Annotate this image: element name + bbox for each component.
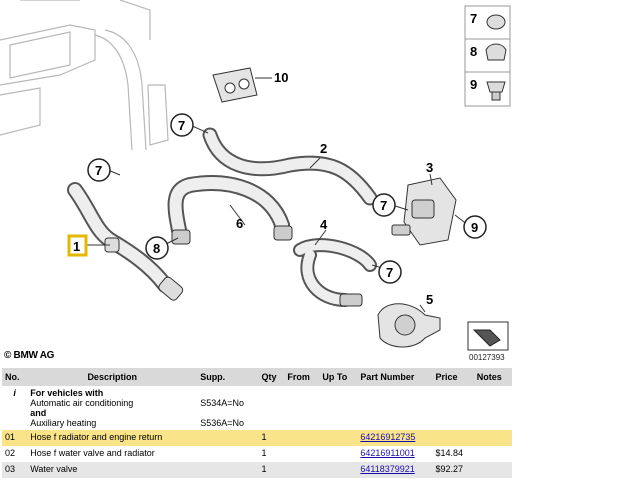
part-number-link[interactable]: 64216912735 xyxy=(360,432,416,442)
row-supp xyxy=(197,462,259,478)
row-notes xyxy=(473,462,512,478)
table-row[interactable]: 02 Hose f water valve and radiator 1 642… xyxy=(2,446,512,462)
row-supp xyxy=(197,446,259,462)
note-line-3: and xyxy=(30,408,47,418)
row-description: Hose f radiator and engine return xyxy=(27,430,198,446)
table-row[interactable]: 03 Water valve 1 64118379921 $92.27 xyxy=(2,462,512,478)
table-row[interactable]: 01 Hose f radiator and engine return 1 6… xyxy=(2,430,512,446)
parts-diagram-drawing: 1 2 3 4 5 6 7 7 7 7 8 9 10 7 8 9 xyxy=(0,0,511,351)
row-no: 02 xyxy=(2,446,28,462)
col-description: Description xyxy=(27,368,198,386)
row-description: Water valve xyxy=(27,462,198,478)
row-from xyxy=(284,430,320,446)
callout-7a[interactable]: 7 xyxy=(178,118,185,133)
note-line-1: For vehicles with xyxy=(30,388,104,398)
part-number-link[interactable]: 64216911001 xyxy=(360,448,415,458)
row-price: $92.27 xyxy=(432,462,474,478)
col-from: From xyxy=(284,368,320,386)
row-from xyxy=(284,446,320,462)
water-pump-drawing xyxy=(377,303,441,348)
row-price xyxy=(432,430,474,446)
parts-diagram: 1 2 3 4 5 6 7 7 7 7 8 9 10 7 8 9 © xyxy=(0,0,511,362)
note-line-2: Automatic air conditioning xyxy=(30,398,134,408)
part-number-link[interactable]: 64118379921 xyxy=(360,464,415,474)
row-price: $14.84 xyxy=(432,446,474,462)
small-parts-legend: 7 8 9 xyxy=(464,5,511,107)
row-no: 03 xyxy=(2,462,28,478)
row-description: Hose f water valve and radiator xyxy=(27,446,198,462)
row-notes xyxy=(473,430,512,446)
row-from xyxy=(284,462,320,478)
callout-3[interactable]: 3 xyxy=(426,160,433,175)
water-valve-drawing xyxy=(391,177,457,246)
row-qty: 1 xyxy=(258,430,285,446)
note-supp-2: S536A=No xyxy=(200,418,244,428)
callout-6[interactable]: 6 xyxy=(236,216,243,231)
row-upto xyxy=(319,462,358,478)
selected-callout-box xyxy=(67,234,88,257)
legend-item-9[interactable]: 9 xyxy=(470,77,477,92)
col-qty: Qty xyxy=(258,368,285,386)
row-qty: 1 xyxy=(258,462,285,478)
parts-table-header: No. Description Supp. Qty From Up To Par… xyxy=(2,368,512,386)
callout-10[interactable]: 10 xyxy=(274,70,288,85)
callout-7d[interactable]: 7 xyxy=(386,265,393,280)
callout-1[interactable]: 1 xyxy=(73,239,80,254)
info-icon: i xyxy=(2,386,28,430)
callout-circles xyxy=(87,113,487,284)
col-price: Price xyxy=(432,368,474,386)
copyright-label: © BMW AG xyxy=(4,350,55,361)
col-upto: Up To xyxy=(319,368,358,386)
col-notes: Notes xyxy=(473,368,512,386)
callout-5[interactable]: 5 xyxy=(426,292,433,307)
parts-table: No. Description Supp. Qty From Up To Par… xyxy=(2,368,512,478)
row-upto xyxy=(319,430,358,446)
bracket-drawing xyxy=(212,67,258,103)
callout-4[interactable]: 4 xyxy=(320,217,328,232)
note-supp: S534A=No S536A=No xyxy=(197,386,259,430)
diagram-id-label: 00127393 xyxy=(469,353,505,362)
callout-9[interactable]: 9 xyxy=(471,220,478,235)
heater-core-outline xyxy=(0,0,169,151)
callout-8[interactable]: 8 xyxy=(153,241,160,256)
note-row: i For vehicles with Automatic air condit… xyxy=(2,386,512,430)
note-description: For vehicles with Automatic air conditio… xyxy=(27,386,198,430)
col-no: No. xyxy=(2,368,28,386)
callout-7b[interactable]: 7 xyxy=(95,163,102,178)
callout-2[interactable]: 2 xyxy=(320,141,327,156)
callout-7c[interactable]: 7 xyxy=(380,198,387,213)
legend-item-7[interactable]: 7 xyxy=(470,11,477,26)
col-supp: Supp. xyxy=(197,368,259,386)
col-part-number: Part Number xyxy=(357,368,433,386)
legend-item-8[interactable]: 8 xyxy=(470,44,477,59)
row-notes xyxy=(473,446,512,462)
row-upto xyxy=(319,446,358,462)
note-supp-1: S534A=No xyxy=(200,398,244,408)
row-supp xyxy=(197,430,259,446)
note-line-4: Auxiliary heating xyxy=(30,418,97,428)
row-qty: 1 xyxy=(258,446,285,462)
orientation-arrow-icon xyxy=(467,321,509,351)
row-no: 01 xyxy=(2,430,28,446)
